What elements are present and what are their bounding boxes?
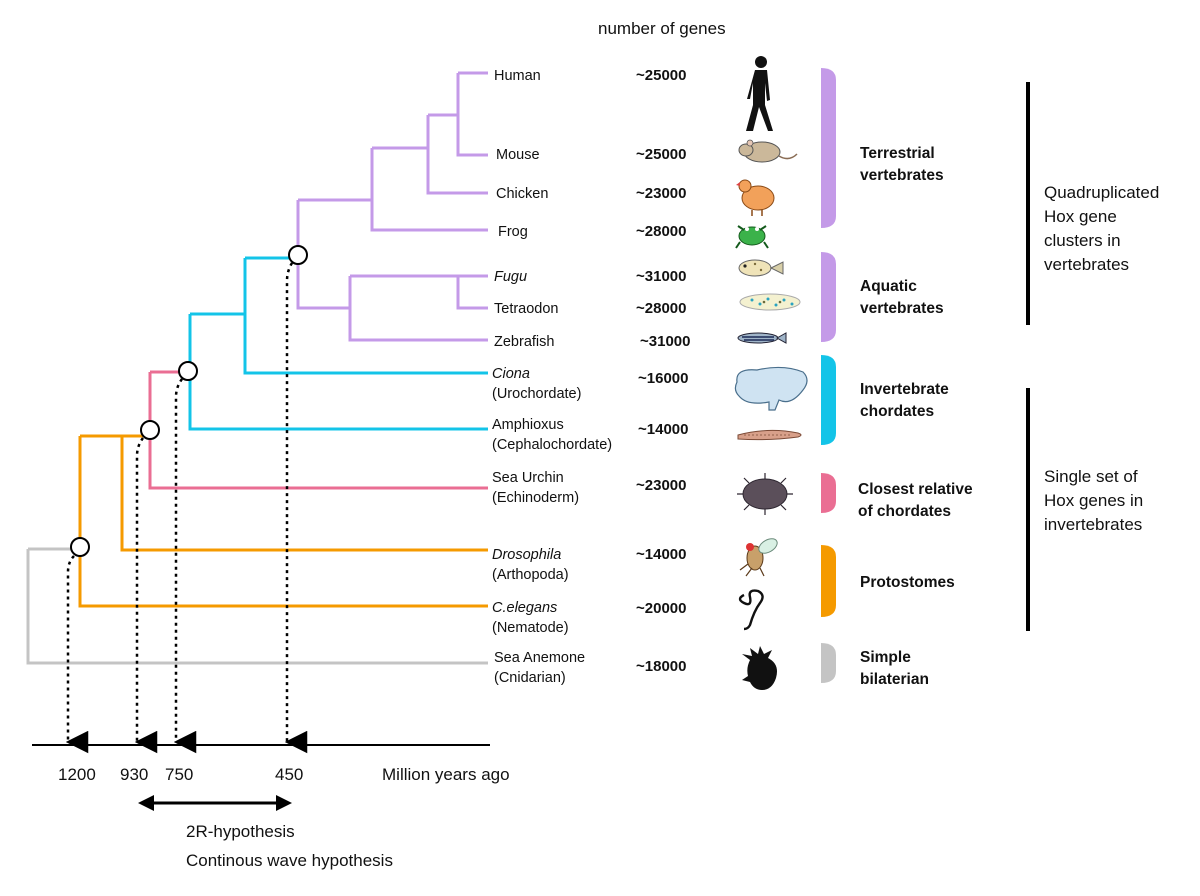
branch-vertebrates [296, 71, 488, 342]
class-invertebrates-line-2: Hox genes in [1044, 491, 1143, 510]
group-label-terrestrial-1: Terrestrial [860, 145, 935, 162]
taxon-chicken: Chicken [496, 186, 548, 202]
zebrafish-icon [737, 332, 787, 344]
gene-count-sea-anemone: ~18000 [636, 658, 686, 675]
human-icon [746, 56, 773, 131]
taxon-sea-urchin-sub: (Echinoderm) [492, 490, 579, 506]
taxon-mouse: Mouse [496, 147, 540, 163]
class-invertebrates-line-3: invertebrates [1044, 515, 1142, 534]
group-bracket-protostomes [821, 545, 836, 617]
classification-labels: Quadruplicated Hox gene clusters in vert… [1044, 183, 1159, 534]
axis-unit-label: Million years ago [382, 765, 510, 784]
group-label-invertebrate-2: chordates [860, 403, 934, 420]
dotted-line-450 [284, 262, 308, 754]
group-label-simple-2: bilaterian [860, 671, 929, 688]
gene-counts: ~25000 ~25000 ~23000 ~28000 ~31000 ~2800… [636, 67, 690, 675]
taxon-amphioxus: Amphioxus [492, 417, 564, 433]
taxon-sea-anemone: Sea Anemone [494, 650, 585, 666]
duplication-circle-450 [288, 245, 308, 265]
hypothesis-continuous-wave: Continous wave hypothesis [186, 851, 393, 870]
tick-1200: 1200 [58, 765, 96, 784]
sea-urchin-icon [737, 473, 793, 515]
taxon-celegans: C.elegans [492, 600, 557, 616]
group-bracket-closest-relative [821, 473, 836, 513]
chicken-icon [736, 179, 775, 216]
genes-column-header: number of genes [598, 19, 726, 38]
fruit-fly-icon [739, 538, 778, 577]
taxon-amphioxus-sub: (Cephalochordate) [492, 437, 612, 453]
group-label-invertebrate-1: Invertebrate [860, 381, 949, 398]
gene-count-tetraodon: ~28000 [636, 300, 686, 317]
lancelet-icon [737, 429, 802, 441]
sea-squirt-icon [734, 366, 808, 411]
taxon-drosophila: Drosophila [492, 547, 561, 563]
taxon-ciona-sub: (Urochordate) [492, 386, 581, 402]
branch-chordates [188, 256, 488, 431]
group-label-simple-1: Simple [860, 649, 911, 666]
taxon-tetraodon: Tetraodon [494, 301, 559, 317]
group-label-aquatic-2: vertebrates [860, 300, 944, 317]
gene-count-ciona: ~16000 [638, 370, 688, 387]
branch-protostomes [78, 434, 488, 608]
class-vertebrates-line-1: Quadruplicated [1044, 183, 1159, 202]
tick-450: 450 [275, 765, 303, 784]
group-bracket-terrestrial [821, 68, 836, 228]
class-vertebrates-line-2: Hox gene [1044, 207, 1117, 226]
group-labels: Terrestrial vertebrates Aquatic vertebra… [858, 145, 973, 688]
gene-count-fugu: ~31000 [636, 268, 686, 285]
taxon-sea-anemone-sub: (Cnidarian) [494, 670, 566, 686]
group-bracket-aquatic [821, 252, 836, 342]
hypothesis-2r: 2R-hypothesis [186, 822, 295, 841]
taxon-sea-urchin: Sea Urchin [492, 470, 564, 486]
taxon-celegans-sub: (Nematode) [492, 620, 569, 636]
gene-count-frog: ~28000 [636, 223, 686, 240]
taxon-fugu: Fugu [494, 269, 527, 285]
frog-icon [735, 225, 769, 249]
dotted-line-1200 [65, 555, 89, 754]
mouse-icon [738, 139, 798, 163]
gene-count-celegans: ~20000 [636, 600, 686, 617]
gene-count-drosophila: ~14000 [636, 546, 686, 563]
duplication-circle-750 [178, 361, 198, 381]
group-brackets [821, 68, 836, 683]
tick-930: 930 [120, 765, 148, 784]
gene-count-sea-urchin: ~23000 [636, 477, 686, 494]
organism-icons [734, 56, 808, 690]
dotted-line-930 [134, 437, 158, 754]
group-bracket-invertebrate [821, 355, 836, 445]
gene-count-zebrafish: ~31000 [640, 333, 690, 350]
duplication-circle-1200 [70, 537, 90, 557]
hypothesis-range-arrow [138, 795, 292, 811]
taxon-ciona: Ciona [492, 366, 530, 382]
group-bracket-simple [821, 643, 836, 683]
class-vertebrates-line-4: vertebrates [1044, 255, 1129, 274]
spotted-fish-icon [739, 293, 801, 311]
pufferfish-icon [738, 259, 784, 277]
phylogenetic-tree [26, 71, 488, 665]
taxon-frog: Frog [498, 224, 528, 240]
sea-anemone-icon [742, 646, 777, 690]
group-label-closest-1: Closest relative [858, 481, 973, 498]
class-vertebrates-line-3: clusters in [1044, 231, 1121, 250]
gene-count-amphioxus: ~14000 [638, 421, 688, 438]
class-invertebrates-line-1: Single set of [1044, 467, 1138, 486]
taxon-zebrafish: Zebrafish [494, 334, 554, 350]
duplication-markers [70, 245, 308, 557]
gene-count-human: ~25000 [636, 67, 686, 84]
duplication-circle-930 [140, 420, 160, 440]
tick-750: 750 [165, 765, 193, 784]
gene-count-chicken: ~23000 [636, 185, 686, 202]
group-label-protostomes: Protostomes [860, 574, 955, 591]
taxon-labels: Human Mouse Chicken Frog Fugu Tetraodon … [492, 68, 612, 686]
gene-count-mouse: ~25000 [636, 146, 686, 163]
taxon-human: Human [494, 68, 541, 84]
group-label-aquatic-1: Aquatic [860, 278, 917, 295]
group-label-closest-2: of chordates [858, 503, 951, 520]
group-label-terrestrial-2: vertebrates [860, 167, 944, 184]
nematode-icon [738, 589, 764, 631]
time-projection-lines [65, 262, 308, 754]
taxon-drosophila-sub: (Arthopoda) [492, 567, 569, 583]
dotted-line-750 [173, 378, 197, 754]
